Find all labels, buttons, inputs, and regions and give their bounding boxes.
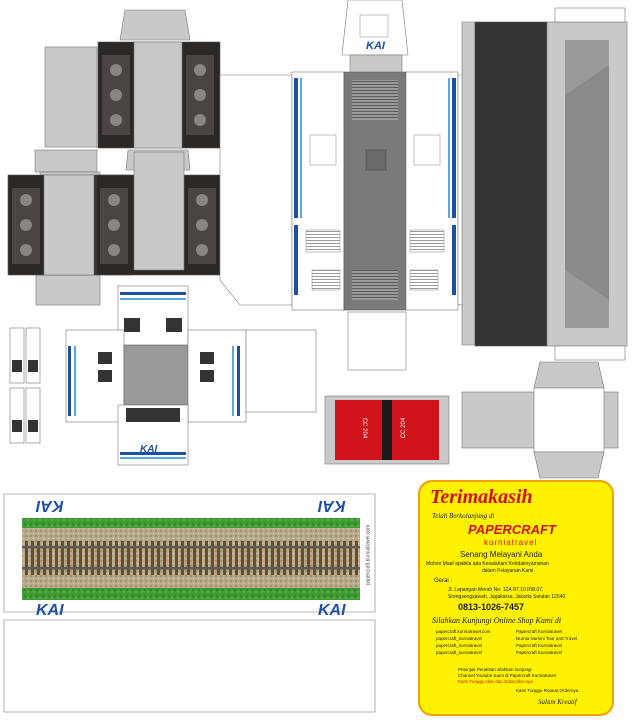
kai-logo-cab-front: KAI [140, 444, 158, 455]
youtube-line-2: Channel Youtube Kami di Papercraft Kurni… [458, 673, 556, 678]
grey-roof-net [461, 361, 619, 479]
kai-logo-base-top-right: KAI [318, 497, 346, 514]
card-tagline: Senang Melayani Anda [460, 550, 543, 559]
kai-logo-base-bottom-right: KAI [318, 602, 346, 619]
card-title: Terimakasih [430, 486, 533, 508]
phone-number: 0813-1026-7457 [458, 602, 525, 612]
link-shopee[interactable]: papercraft_kurniatravel [436, 650, 483, 655]
red-plate-net [324, 395, 450, 465]
youtube-line-3: Kami Tunggu Like dan Subscribe-nya [458, 679, 533, 684]
address-line-2: Srengsengsawah, Jagakarsa, Jakarta Selat… [448, 594, 566, 600]
loco-number-plate-1: CC 204 [361, 417, 368, 439]
dark-body-net [461, 7, 628, 361]
link-travel[interactable]: Nurnia Nurnini Tour and Travel [516, 636, 577, 641]
website-label-right: papercraft.kurniatravel.com [365, 524, 372, 586]
link-bukalapak[interactable]: Papercraft Kurniatravel [516, 650, 563, 655]
bogie-right [95, 151, 221, 276]
link-instagram[interactable]: papercraft_kurniatravel [436, 636, 483, 641]
card-apology-2: dalam Pelayanan Kami [482, 568, 534, 574]
thank-you-card: Terimakasih Telah Berkolanjung di PAPERC… [418, 480, 614, 716]
kai-logo-base-top-left: KAI [36, 497, 64, 514]
company-subname: kurniatravel [484, 538, 538, 547]
card-apology-1: Mohon Maaf apabila ada Kesalahan/ Ketida… [426, 561, 549, 567]
link-facebook[interactable]: Papercraft Kurniatravel [516, 629, 563, 634]
shop-invite: Silahkan Kunjungi Online Shop Kami di [432, 616, 562, 625]
address-label: Gerai : [434, 578, 453, 584]
youtube-line-1: Petunjuk Perakitan silahkan kunjungi [458, 667, 532, 672]
diorama-base [3, 493, 376, 713]
cab-net [65, 285, 317, 466]
address-line-1: Jl. Lapangan Merah No. 12A RT.10 RW.07, [448, 587, 544, 593]
link-tokopedia[interactable]: Papercraft Kurniatravel [516, 643, 563, 648]
kai-logo-cab-top: KAI [366, 40, 385, 52]
loco-number-plate-2: CC 204 [401, 417, 408, 439]
small-parts [9, 327, 41, 444]
closing-line: Kami Tunggu Repeat Ordernya [516, 688, 579, 693]
kai-logo-base-bottom-left: KAI [36, 602, 64, 619]
company-name: PAPERCRAFT [468, 522, 556, 537]
link-tiktok[interactable]: papercraft_kurniatravel [436, 643, 483, 648]
signature: Salam Kreatif [538, 698, 577, 706]
card-subtitle: Telah Berkolanjung di [432, 512, 495, 520]
link-website[interactable]: papercraft.kurniatravel.com [436, 629, 491, 634]
bogie-top [97, 9, 221, 171]
